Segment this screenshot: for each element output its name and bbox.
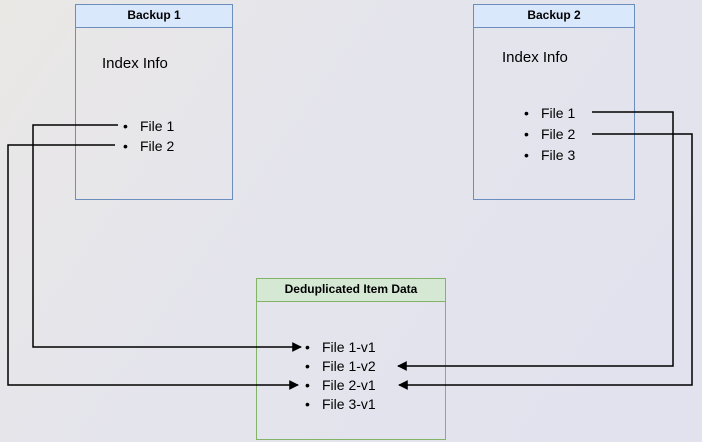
backup1-title: Backup 1 [76, 5, 232, 28]
backup1-box: Backup 1 Index Info • File 1 • File 2 [75, 4, 233, 200]
backup1-file-item: • File 1 [123, 116, 174, 136]
bullet-icon: • [305, 377, 310, 393]
file-label: File 3-v1 [322, 396, 376, 412]
backup1-file-item: • File 2 [123, 136, 174, 156]
bullet-icon: • [305, 339, 310, 355]
bullet-icon: • [123, 138, 128, 154]
dedup-item: • File 1-v1 [305, 338, 376, 357]
dedup-item: • File 3-v1 [305, 395, 376, 414]
file-label: File 1-v2 [322, 358, 376, 374]
file-label: File 2 [140, 138, 175, 154]
bullet-icon: • [305, 396, 310, 412]
dedup-title: Deduplicated Item Data [257, 279, 445, 302]
backup2-box: Backup 2 Index Info • File 1 • File 2 • … [473, 4, 635, 200]
backup2-file-item: • File 2 [524, 124, 575, 145]
file-label: File 3 [541, 147, 576, 163]
backup2-file-item: • File 1 [524, 103, 575, 124]
bullet-icon: • [123, 118, 128, 134]
dedup-item-list: • File 1-v1 • File 1-v2 • File 2-v1 • Fi… [305, 338, 376, 414]
backup1-file-list: • File 1 • File 2 [123, 116, 174, 156]
backup1-index-info-label: Index Info [102, 55, 168, 72]
bullet-icon: • [524, 105, 529, 121]
backup2-file-list: • File 1 • File 2 • File 3 [524, 103, 575, 166]
file-label: File 2 [541, 126, 576, 142]
backup2-title: Backup 2 [474, 5, 634, 28]
file-label: File 1 [541, 105, 576, 121]
dedup-item: • File 2-v1 [305, 376, 376, 395]
backup2-file-item: • File 3 [524, 145, 575, 166]
dedup-item: • File 1-v2 [305, 357, 376, 376]
dedup-box: Deduplicated Item Data • File 1-v1 • Fil… [256, 278, 446, 440]
bullet-icon: • [305, 358, 310, 374]
bullet-icon: • [524, 126, 529, 142]
bullet-icon: • [524, 147, 529, 163]
file-label: File 1-v1 [322, 339, 376, 355]
file-label: File 2-v1 [322, 377, 376, 393]
backup2-index-info-label: Index Info [502, 49, 568, 66]
file-label: File 1 [140, 118, 175, 134]
